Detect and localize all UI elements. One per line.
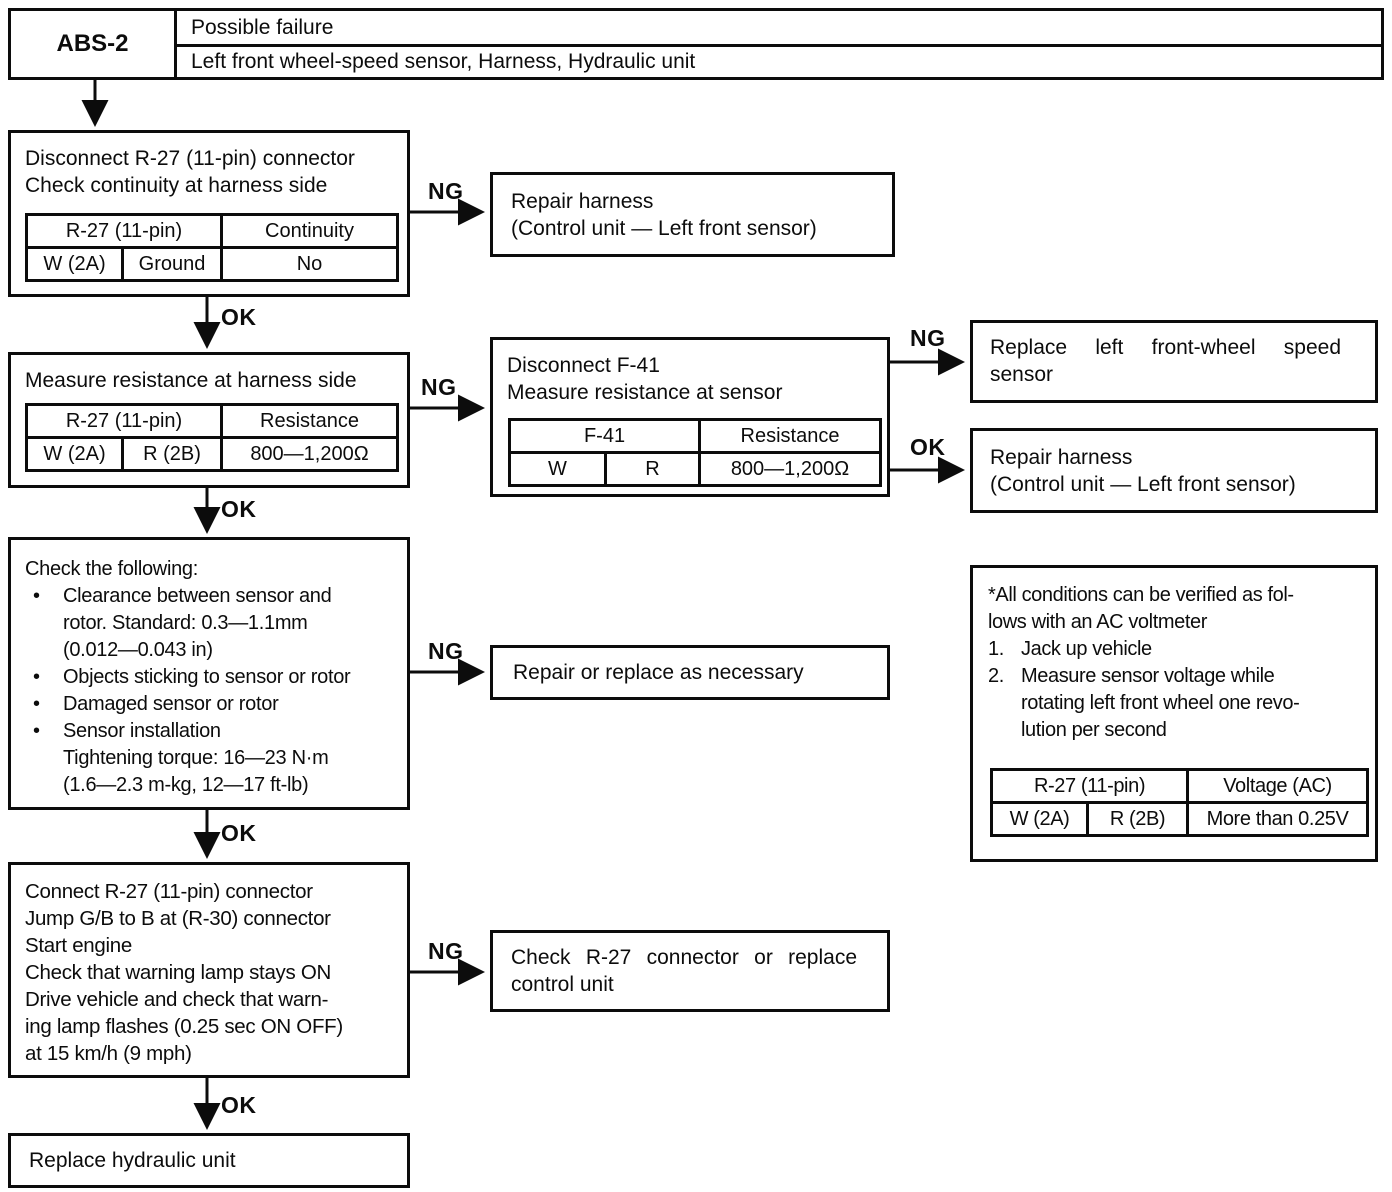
table-header-cell: R-27 (11-pin) bbox=[25, 213, 223, 249]
step3-bullet-list: • Clearance between sensor and rotor. St… bbox=[25, 583, 403, 799]
possible-failure-value: Left front wheel-speed sensor, Harness, … bbox=[191, 50, 696, 73]
table-cell: R bbox=[604, 451, 701, 487]
ng-label-4: NG bbox=[428, 938, 464, 964]
bullet-text: Clearance between sensor and rotor. Stan… bbox=[63, 585, 332, 661]
note-item-1: 1. Jack up vehicle bbox=[988, 636, 1369, 663]
header-strip: ABS-2 Possible failure Left front wheel-… bbox=[8, 8, 1384, 80]
table-cell: W (2A) bbox=[25, 246, 124, 282]
repair-harness-right-text: Repair harness (Control unit — Left fron… bbox=[990, 445, 1296, 496]
bullet-icon: • bbox=[33, 585, 40, 607]
step2-text: Measure resistance at harness side bbox=[25, 369, 357, 392]
repair-harness-top-box: Repair harness (Control unit — Left fron… bbox=[490, 172, 895, 257]
step3-box: Check the following: • Clearance between… bbox=[8, 537, 410, 810]
table-header-cell: F-41 bbox=[508, 418, 701, 454]
bullet-icon: • bbox=[33, 693, 40, 715]
step1-box: Disconnect R-27 (11-pin) connector Check… bbox=[8, 130, 410, 297]
step1-text: Disconnect R-27 (11-pin) connector Check… bbox=[25, 147, 355, 197]
table-header-cell: R-27 (11-pin) bbox=[989, 768, 1190, 804]
table-cell: 800—1,200Ω bbox=[698, 451, 882, 487]
table-cell: W (2A) bbox=[990, 801, 1089, 837]
table-header-cell: Resistance bbox=[220, 403, 399, 439]
table-cell: R (2B) bbox=[1085, 801, 1190, 837]
bullet-text: Damaged sensor or rotor bbox=[63, 693, 279, 715]
list-item: • Damaged sensor or rotor bbox=[25, 691, 403, 718]
table-header-cell: Continuity bbox=[220, 213, 399, 249]
table-header-cell: Resistance bbox=[698, 418, 882, 454]
step5-text: Replace hydraulic unit bbox=[29, 1149, 236, 1172]
step4-box: Connect R-27 (11-pin) connector Jump G/B… bbox=[8, 862, 410, 1078]
step1-table: R-27 (11-pin) Continuity W (2A) Ground N… bbox=[25, 213, 399, 282]
repair-replace-box: Repair or replace as necessary bbox=[490, 645, 890, 700]
header-right: Possible failure Left front wheel-speed … bbox=[177, 11, 1381, 77]
item-number: 1. bbox=[988, 638, 1004, 660]
check-connector-box: Check R-27 connector or replace control … bbox=[490, 930, 890, 1012]
item-text: Measure sensor voltage while rotating le… bbox=[1021, 665, 1300, 741]
table-cell: 800—1,200Ω bbox=[220, 436, 399, 472]
sensor-check-table: F-41 Resistance W R 800—1,200Ω bbox=[508, 418, 882, 487]
step2-box: Measure resistance at harness side R-27 … bbox=[8, 352, 410, 488]
sensor-check-box: Disconnect F-41 Measure resistance at se… bbox=[490, 337, 890, 497]
ok-label-3: OK bbox=[221, 820, 257, 846]
ok-label-2: OK bbox=[221, 496, 257, 522]
diagnostic-code: ABS-2 bbox=[11, 11, 177, 77]
bullet-text: Sensor installation Tightening torque: 1… bbox=[63, 720, 329, 796]
ng-label-sensor: NG bbox=[910, 325, 946, 351]
note-table: R-27 (11-pin) Voltage (AC) W (2A) R (2B)… bbox=[989, 768, 1370, 837]
replace-sensor-box: Replace left front-wheel speed sensor bbox=[970, 320, 1378, 403]
item-number: 2. bbox=[988, 665, 1004, 687]
repair-harness-top-text: Repair harness (Control unit — Left fron… bbox=[511, 189, 817, 240]
bullet-icon: • bbox=[33, 720, 40, 742]
ok-label-1: OK bbox=[221, 304, 257, 330]
step5-box: Replace hydraulic unit bbox=[8, 1133, 410, 1188]
repair-harness-right-box: Repair harness (Control unit — Left fron… bbox=[970, 428, 1378, 513]
check-connector-text: Check R-27 connector or replace control … bbox=[511, 946, 857, 996]
list-item: • Objects sticking to sensor or rotor bbox=[25, 664, 403, 691]
sensor-check-text: Disconnect F-41 Measure resistance at se… bbox=[507, 354, 783, 404]
possible-failure-label: Possible failure bbox=[177, 11, 1381, 47]
list-item: • Sensor installation Tightening torque:… bbox=[25, 718, 403, 799]
table-header-cell: R-27 (11-pin) bbox=[25, 403, 223, 439]
bullet-text: Objects sticking to sensor or rotor bbox=[63, 666, 351, 688]
bullet-icon: • bbox=[33, 666, 40, 688]
step2-table: R-27 (11-pin) Resistance W (2A) R (2B) 8… bbox=[25, 403, 399, 472]
ng-label-2: NG bbox=[421, 374, 457, 400]
step4-text: Connect R-27 (11-pin) connector Jump G/B… bbox=[25, 880, 343, 1065]
note-box: *All conditions can be verified as fol- … bbox=[970, 565, 1378, 862]
step3-intro: Check the following: bbox=[25, 558, 198, 580]
list-item: • Clearance between sensor and rotor. St… bbox=[25, 583, 403, 664]
table-header-cell: Voltage (AC) bbox=[1186, 768, 1370, 804]
table-cell: Ground bbox=[121, 246, 223, 282]
table-cell: More than 0.25V bbox=[1186, 801, 1370, 837]
ng-label-1: NG bbox=[428, 178, 464, 204]
item-text: Jack up vehicle bbox=[1021, 638, 1152, 660]
table-cell: No bbox=[220, 246, 399, 282]
table-cell: R (2B) bbox=[121, 436, 223, 472]
note-item-2: 2. Measure sensor voltage while rotating… bbox=[988, 663, 1369, 744]
table-cell: W bbox=[508, 451, 607, 487]
note-intro: *All conditions can be verified as fol- … bbox=[988, 584, 1294, 633]
repair-replace-text: Repair or replace as necessary bbox=[513, 661, 804, 684]
ok-label-4: OK bbox=[221, 1092, 257, 1118]
ok-label-sensor: OK bbox=[910, 434, 946, 460]
ng-label-3: NG bbox=[428, 638, 464, 664]
replace-sensor-text: Replace left front-wheel speed sensor bbox=[990, 336, 1341, 386]
table-cell: W (2A) bbox=[25, 436, 124, 472]
